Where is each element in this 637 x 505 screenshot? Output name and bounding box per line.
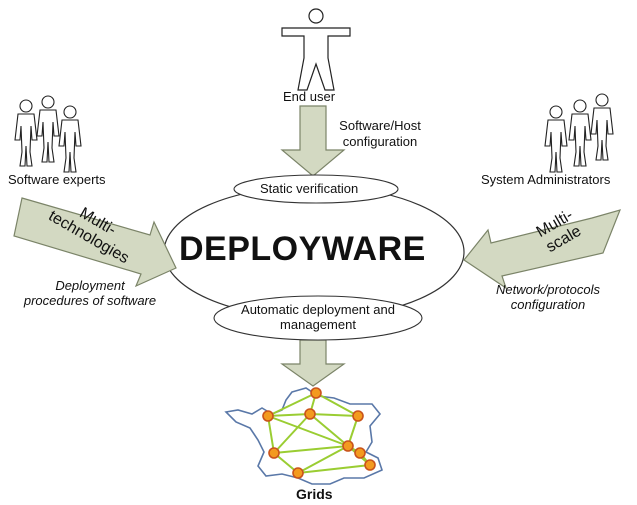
grids-arrow [280, 339, 346, 387]
end-user-label: End user [283, 89, 336, 104]
grid-node [268, 447, 280, 459]
deployment-line2: procedures of software [23, 293, 157, 308]
multi-scale-arrow [463, 209, 622, 290]
automatic-deployment-line1: Automatic deployment and [241, 302, 395, 317]
end-user-icon [281, 8, 351, 91]
grid-node [304, 408, 316, 420]
software-host-line2: configuration [342, 134, 418, 149]
network-line1: Network/protocols [495, 282, 601, 297]
deployment-line1: Deployment [55, 278, 125, 293]
grid-node [352, 410, 364, 422]
end-user-arrow [280, 105, 346, 177]
grid-node [342, 440, 354, 452]
grid-node [354, 447, 366, 459]
automatic-deployment-box [213, 295, 423, 341]
grids-label: Grids [296, 486, 333, 502]
system-administrators-label: System Administrators [481, 172, 611, 187]
software-host-configuration-label: Software/Host configuration [330, 118, 430, 150]
network-protocols-label: Network/protocols configuration [488, 282, 608, 312]
grids-map [224, 387, 383, 485]
grid-node [262, 410, 274, 422]
automatic-deployment-label: Automatic deployment and management [222, 302, 414, 332]
automatic-deployment-line2: management [280, 317, 356, 332]
network-line2: configuration [510, 297, 586, 312]
static-verification-box [233, 174, 399, 204]
grid-node [310, 387, 322, 399]
deployware-title: DEPLOYWARE [179, 230, 426, 268]
grid-node [292, 467, 304, 479]
grid-node [364, 459, 376, 471]
software-experts-icon [14, 95, 82, 173]
system-administrators-icon [544, 93, 614, 173]
static-verification-label: Static verification [260, 181, 359, 196]
deployment-procedures-label: Deployment procedures of software [6, 278, 174, 308]
multi-technologies-arrow [13, 197, 177, 288]
software-experts-label: Software experts [8, 172, 106, 187]
software-host-line1: Software/Host [339, 118, 421, 133]
